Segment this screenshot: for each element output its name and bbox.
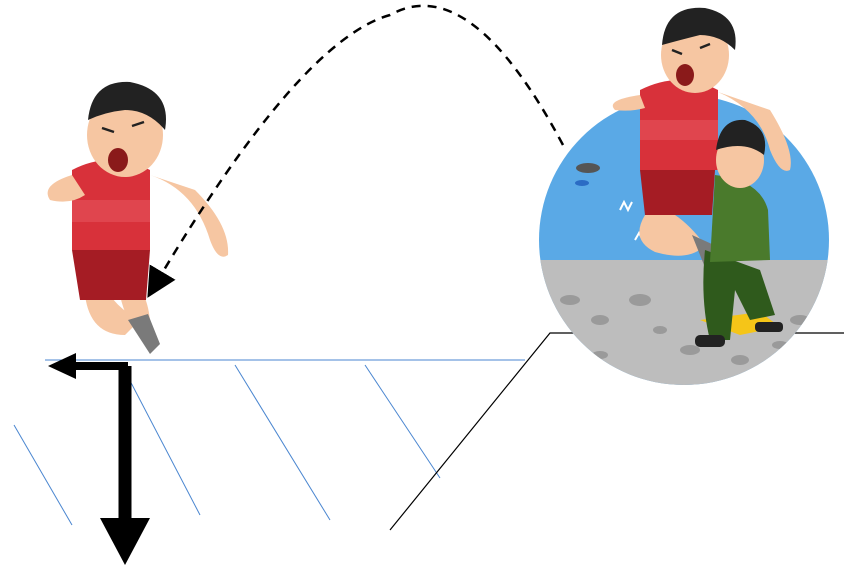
runner-landing-left [48,82,228,354]
force-arrows [48,353,150,565]
water-hatching [14,360,525,525]
arrow-down-head [100,518,150,565]
arrow-left-head [48,353,76,379]
